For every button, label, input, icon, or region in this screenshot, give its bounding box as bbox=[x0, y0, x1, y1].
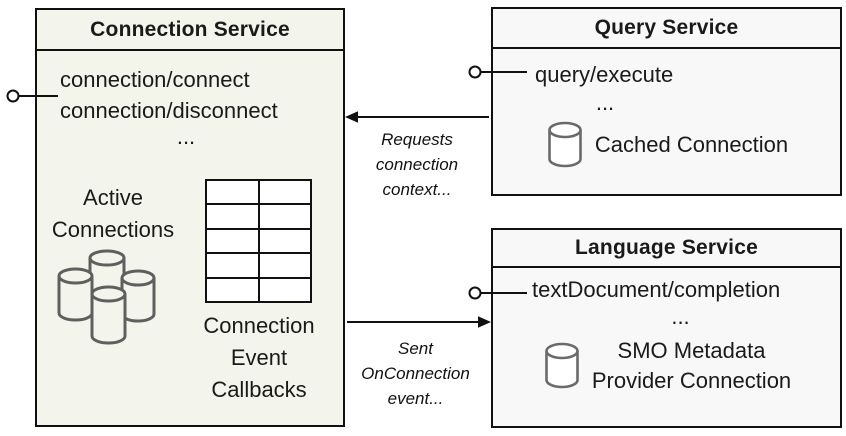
table-cell bbox=[259, 205, 310, 228]
table-cell bbox=[259, 278, 310, 301]
smo-metadata-row: SMO Metadata Provider Connection bbox=[495, 334, 840, 398]
language-service-box: Language Service textDocument/completion… bbox=[491, 228, 842, 428]
requests-annotation: Requests connection context... bbox=[375, 130, 459, 199]
table-cell bbox=[259, 181, 310, 204]
table-cell bbox=[207, 229, 258, 253]
callback-table-grid bbox=[205, 179, 312, 303]
table-cell bbox=[207, 181, 258, 204]
table-cell bbox=[207, 254, 258, 277]
table-cell bbox=[259, 229, 310, 253]
smo-metadata-label: SMO Metadata Provider Connection bbox=[591, 338, 792, 393]
language-methods-ellipsis: ... bbox=[671, 304, 690, 329]
method-connection-disconnect: connection/disconnect bbox=[60, 98, 278, 123]
cached-connection-label: Cached Connection bbox=[594, 132, 789, 157]
connection-service-methods: connection/connect connection/disconnect… bbox=[60, 64, 312, 148]
database-icon bbox=[548, 121, 582, 168]
connection-event-callbacks-label: Connection Event Callbacks bbox=[203, 313, 315, 402]
table-cell bbox=[259, 254, 310, 277]
method-textdocument-completion: textDocument/completion bbox=[532, 277, 781, 302]
sent-annotation: Sent OnConnection event... bbox=[361, 339, 470, 408]
connection-service-box: Connection Service connection/connect co… bbox=[35, 8, 345, 427]
cached-connection-row: Cached Connection bbox=[495, 117, 840, 173]
database-icon bbox=[545, 342, 579, 389]
active-connections-label: Active Connections bbox=[51, 185, 175, 242]
query-methods-ellipsis: ... bbox=[595, 90, 615, 115]
methods-ellipsis: ... bbox=[176, 124, 196, 149]
query-service-box: Query Service query/execute ... Cached C… bbox=[491, 7, 842, 196]
query-service-title: Query Service bbox=[493, 9, 840, 49]
database-cluster-icon bbox=[57, 249, 156, 345]
table-cell bbox=[207, 278, 258, 301]
arrow-requests-connection-context bbox=[345, 111, 489, 123]
table-cell bbox=[207, 205, 258, 228]
arrow-sent-onconnection-event bbox=[347, 316, 491, 328]
language-service-title: Language Service bbox=[493, 230, 840, 268]
connection-service-title: Connection Service bbox=[37, 10, 343, 51]
method-query-execute: query/execute bbox=[535, 62, 674, 87]
method-connection-connect: connection/connect bbox=[60, 67, 250, 92]
